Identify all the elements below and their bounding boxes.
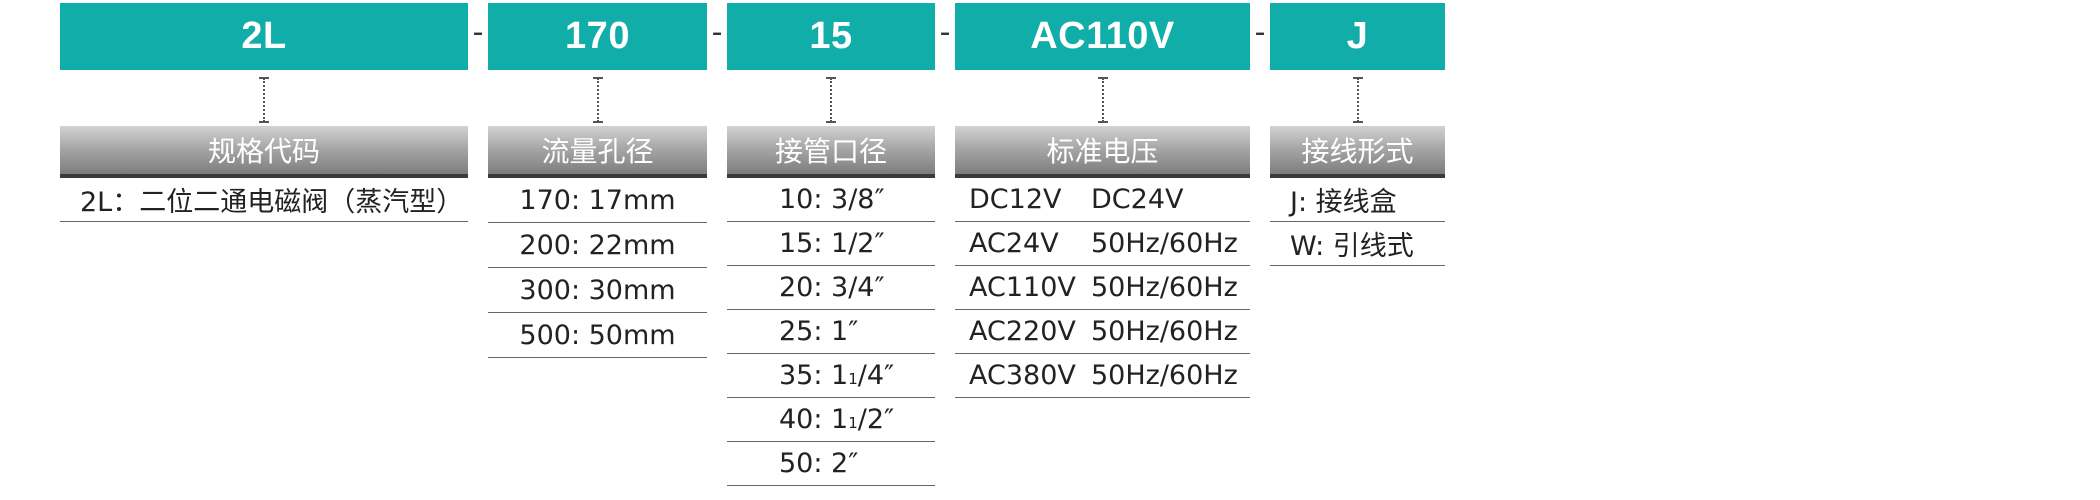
voltage-value: DC12V bbox=[969, 184, 1062, 215]
option-row: AC380V 50Hz/60Hz bbox=[955, 354, 1250, 398]
option-row: J: 接线盒 bbox=[1270, 178, 1445, 222]
option-row: AC24V 50Hz/60Hz bbox=[955, 222, 1250, 266]
code-box: 2L bbox=[60, 3, 468, 70]
frequency-value: 50Hz/60Hz bbox=[1091, 316, 1238, 347]
connector bbox=[60, 70, 468, 126]
separator-dash: - bbox=[711, 15, 723, 50]
code-value: AC110V bbox=[1030, 15, 1175, 57]
option-row: 300: 30mm bbox=[488, 268, 707, 313]
frequency-value: 50Hz/60Hz bbox=[1091, 360, 1238, 391]
option-row: 500: 50mm bbox=[488, 313, 707, 358]
voltage-value: AC380V bbox=[969, 360, 1076, 391]
connector bbox=[955, 70, 1250, 126]
voltage-value: AC220V bbox=[969, 316, 1076, 347]
frequency-value: 50Hz/60Hz bbox=[1091, 272, 1238, 303]
option-row: 20: 3/4″ bbox=[727, 266, 935, 310]
group-header: 规格代码 bbox=[60, 126, 468, 178]
separator-dash: - bbox=[472, 15, 484, 50]
option-row: AC110V 50Hz/60Hz bbox=[955, 266, 1250, 310]
connector bbox=[1270, 70, 1445, 126]
separator-dash: - bbox=[939, 15, 951, 50]
option-row: 2L：二位二通电磁阀（蒸汽型） bbox=[60, 178, 468, 222]
group-flow-orifice: 170 流量孔径 170: 17mm 200: 22mm 300: 30mm 5… bbox=[488, 3, 707, 358]
voltage-value: AC24V bbox=[969, 228, 1059, 259]
group-header: 接管口径 bbox=[727, 126, 935, 178]
code-value: 15 bbox=[809, 15, 853, 57]
group-pipe-size: 15 接管口径 10: 3/8″ 15: 1/2″ 20: 3/4″ 25: 1… bbox=[727, 3, 935, 486]
frequency-value: 50Hz/60Hz bbox=[1091, 228, 1238, 259]
code-value: 170 bbox=[565, 15, 630, 57]
option-row: 10: 3/8″ bbox=[727, 178, 935, 222]
code-box: AC110V bbox=[955, 3, 1250, 70]
separator-dash: - bbox=[1254, 15, 1266, 50]
group-wiring-type: J 接线形式 J: 接线盒 W: 引线式 bbox=[1270, 3, 1445, 266]
option-list: 170: 17mm 200: 22mm 300: 30mm 500: 50mm bbox=[488, 178, 707, 358]
group-standard-voltage: AC110V 标准电压 DC12V DC24V AC24V 50Hz/60Hz AC… bbox=[955, 3, 1250, 398]
code-box: 170 bbox=[488, 3, 707, 70]
option-row: 15: 1/2″ bbox=[727, 222, 935, 266]
group-header: 接线形式 bbox=[1270, 126, 1445, 178]
option-row: 25: 1″ bbox=[727, 310, 935, 354]
option-row: 200: 22mm bbox=[488, 223, 707, 268]
code-value: J bbox=[1346, 15, 1369, 57]
connector bbox=[488, 70, 707, 126]
option-list: DC12V DC24V AC24V 50Hz/60Hz AC110V 50Hz/60H… bbox=[955, 178, 1250, 398]
code-box: J bbox=[1270, 3, 1445, 70]
option-row: 170: 17mm bbox=[488, 178, 707, 223]
code-value: 2L bbox=[241, 15, 287, 57]
option-list: J: 接线盒 W: 引线式 bbox=[1270, 178, 1445, 266]
option-row: W: 引线式 bbox=[1270, 222, 1445, 266]
option-row: DC12V DC24V bbox=[955, 178, 1250, 222]
code-box: 15 bbox=[727, 3, 935, 70]
group-spec-code: 2L 规格代码 2L：二位二通电磁阀（蒸汽型） bbox=[60, 3, 468, 222]
option-row: AC220V 50Hz/60Hz bbox=[955, 310, 1250, 354]
connector bbox=[727, 70, 935, 126]
frequency-value: DC24V bbox=[1091, 184, 1184, 215]
group-header: 标准电压 bbox=[955, 126, 1250, 178]
option-row: 50: 2″ bbox=[727, 442, 935, 486]
option-list: 2L：二位二通电磁阀（蒸汽型） bbox=[60, 178, 468, 222]
voltage-value: AC110V bbox=[969, 272, 1076, 303]
group-header: 流量孔径 bbox=[488, 126, 707, 178]
